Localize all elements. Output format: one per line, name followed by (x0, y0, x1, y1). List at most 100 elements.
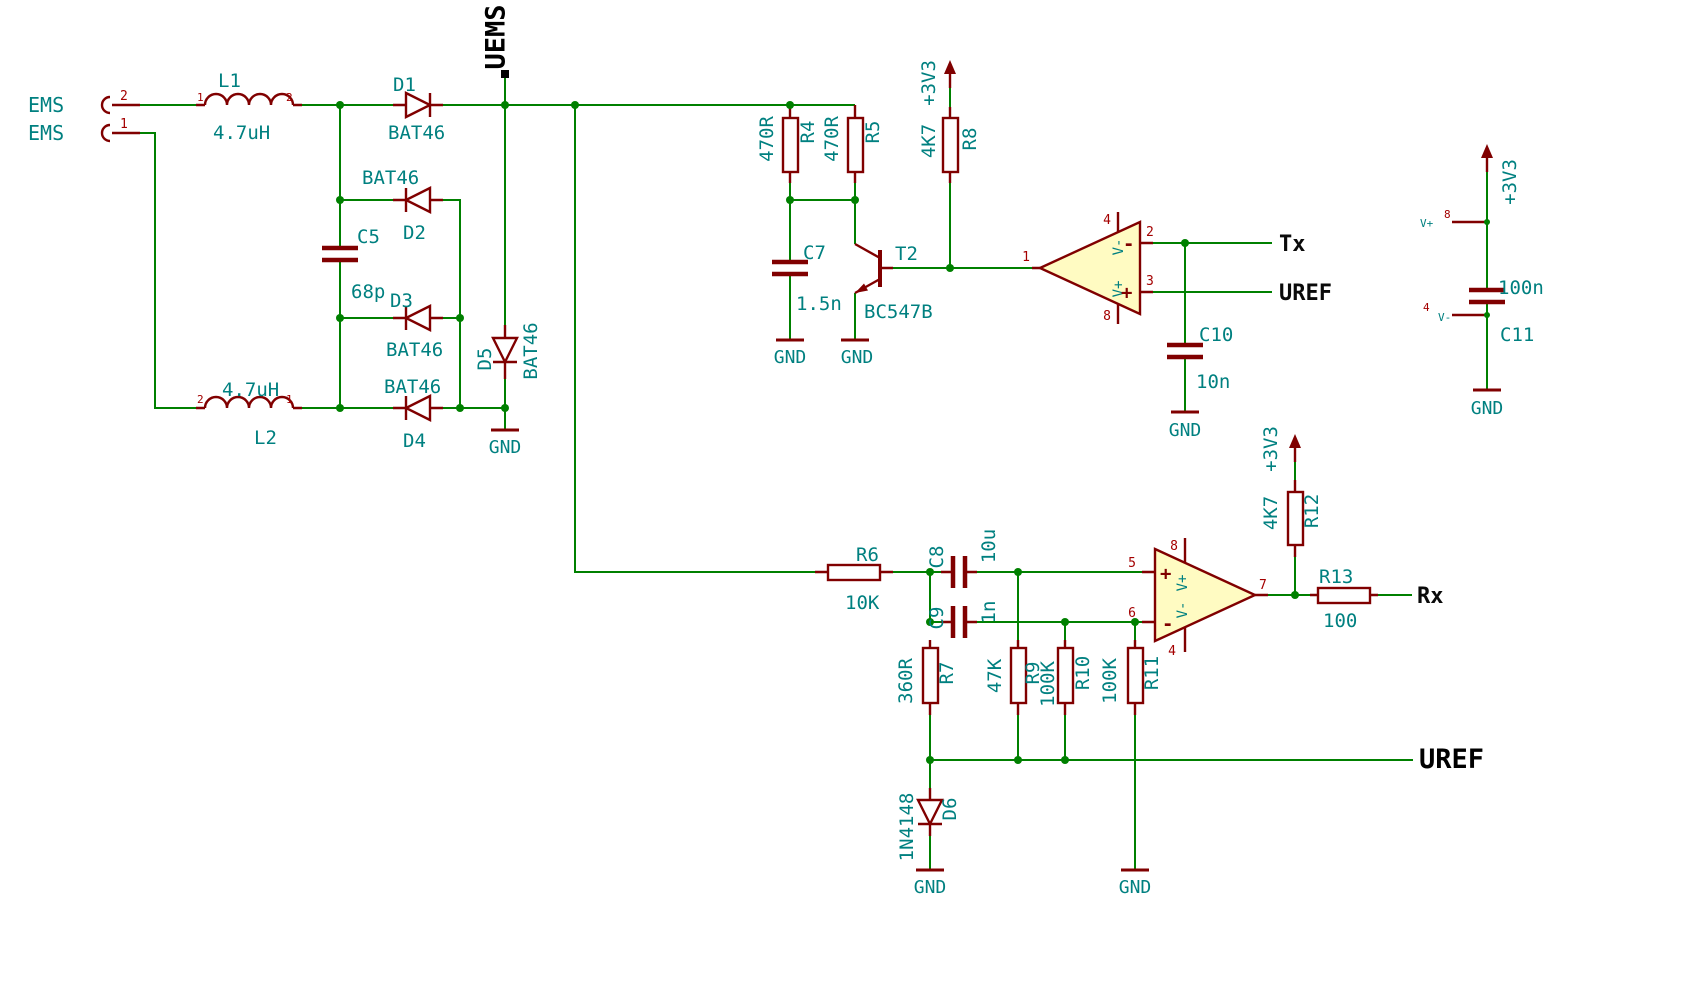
r5-value: 470R (821, 116, 843, 162)
junction (1014, 756, 1022, 764)
l1-value: 4.7uH (213, 122, 270, 144)
uref-bus-net-label: UREF (1419, 744, 1484, 775)
transistor-emitter-arrow (855, 283, 868, 293)
junction (1061, 618, 1069, 626)
opamp1-vplus-label: V+ (1111, 281, 1127, 298)
inductor-coil (203, 92, 295, 106)
inductor-l1 (203, 92, 295, 106)
junction (456, 314, 464, 322)
r4-name: R4 (797, 121, 819, 144)
power-3v3-r8 (944, 60, 956, 88)
opamp1-pin8-number: 8 (1103, 309, 1111, 324)
resistor-r5-body (846, 116, 865, 174)
gnd-label-c11: GND (1471, 398, 1504, 419)
capacitor-c7 (772, 259, 808, 277)
r11-name: R11 (1141, 656, 1163, 690)
junction (336, 404, 344, 412)
c5-name: C5 (357, 226, 380, 248)
r10-name: R10 (1072, 656, 1094, 690)
power-unit-pin4-number: 4 (1423, 301, 1430, 314)
r10-value: 100K (1037, 661, 1059, 707)
uems-net-label: UEMS (481, 4, 512, 69)
d1-name: D1 (393, 74, 416, 96)
c7-value: 1.5n (796, 293, 842, 315)
resistor-r7-body (921, 646, 940, 705)
junction (786, 101, 794, 109)
d6-name: D6 (939, 798, 961, 821)
junction (851, 196, 859, 204)
r5-name: R5 (862, 121, 884, 144)
r4-value: 470R (756, 116, 778, 162)
l2-name: L2 (254, 427, 277, 449)
resistor-r9-body (1009, 646, 1028, 705)
r9-name: R9 (1022, 662, 1044, 685)
opamp2-body (1153, 547, 1258, 643)
junction (336, 196, 344, 204)
connector-pin2-number: 2 (120, 89, 128, 104)
diode-d6 (916, 798, 944, 827)
junction (1014, 568, 1022, 576)
r8-value: 4K7 (918, 124, 940, 158)
junction (501, 101, 509, 109)
power-arrow-head (1289, 434, 1301, 448)
c10-value: 10n (1196, 371, 1230, 393)
opamp2-minus-sign: - (1162, 613, 1173, 635)
connector-pin-arc (100, 95, 111, 115)
gnd-label-c10: GND (1169, 420, 1202, 441)
power-arrow-head (1481, 144, 1493, 158)
diode-triangle (404, 91, 433, 119)
junction (336, 314, 344, 322)
capacitor-c9 (950, 606, 968, 638)
r9-value: 47K (984, 658, 1006, 693)
d4-value: BAT46 (384, 376, 441, 398)
opamp2-pin4-number: 4 (1168, 644, 1176, 659)
opamp1-minus-sign: - (1123, 233, 1134, 255)
v33-label-r8: +3V3 (918, 60, 940, 106)
opamp1-body (1037, 220, 1142, 316)
r7-name: R7 (936, 662, 958, 685)
capacitor-c11 (1469, 287, 1505, 305)
power-3v3-c11 (1481, 144, 1493, 172)
opamp2-pin6-number: 6 (1128, 606, 1136, 621)
d2-name: D2 (403, 222, 426, 244)
c10-name: C10 (1199, 324, 1233, 346)
t2-name: T2 (895, 243, 918, 265)
junction (336, 101, 344, 109)
resistor-r13-body (1316, 586, 1372, 605)
gnd-label-d5: GND (489, 437, 522, 458)
diode-triangle (403, 394, 432, 422)
gnd-label-c7: GND (774, 347, 807, 368)
connector-pin-arc (100, 123, 111, 143)
c9-value: 1n (978, 601, 1000, 624)
junction (1484, 312, 1490, 318)
opamp2-pin5-number: 5 (1128, 556, 1136, 571)
opamp1-plus-sign: + (1121, 282, 1132, 304)
opamp1-pin4-number: 4 (1103, 213, 1111, 228)
opamp-2 (1153, 547, 1258, 643)
junction (926, 756, 934, 764)
opamp2-vplus-label: V+ (1175, 575, 1191, 592)
r12-name: R12 (1301, 494, 1323, 528)
r8-name: R8 (959, 128, 981, 151)
v33-label-r12: +3V3 (1260, 426, 1282, 472)
gnd-label-d6: GND (914, 877, 947, 898)
transistor-collector (854, 242, 881, 260)
d3-name: D3 (390, 290, 413, 312)
d1-value: BAT46 (388, 122, 445, 144)
t2-value: BC547B (864, 301, 933, 323)
junction (786, 196, 794, 204)
c7-name: C7 (803, 242, 826, 264)
c11-name: C11 (1500, 324, 1534, 346)
junction (926, 618, 934, 626)
r11-value: 100K (1099, 658, 1121, 704)
connector-pin1-number: 1 (120, 117, 128, 132)
d5-name: D5 (474, 348, 496, 371)
r13-name: R13 (1319, 566, 1353, 588)
connector-ems (100, 95, 111, 143)
capacitor-plates (772, 259, 808, 277)
capacitor-plates (1469, 287, 1505, 305)
junction (571, 101, 579, 109)
l2-pin2-number: 2 (197, 393, 204, 406)
diode-d4 (403, 394, 432, 422)
d5-value: BAT46 (520, 322, 542, 379)
